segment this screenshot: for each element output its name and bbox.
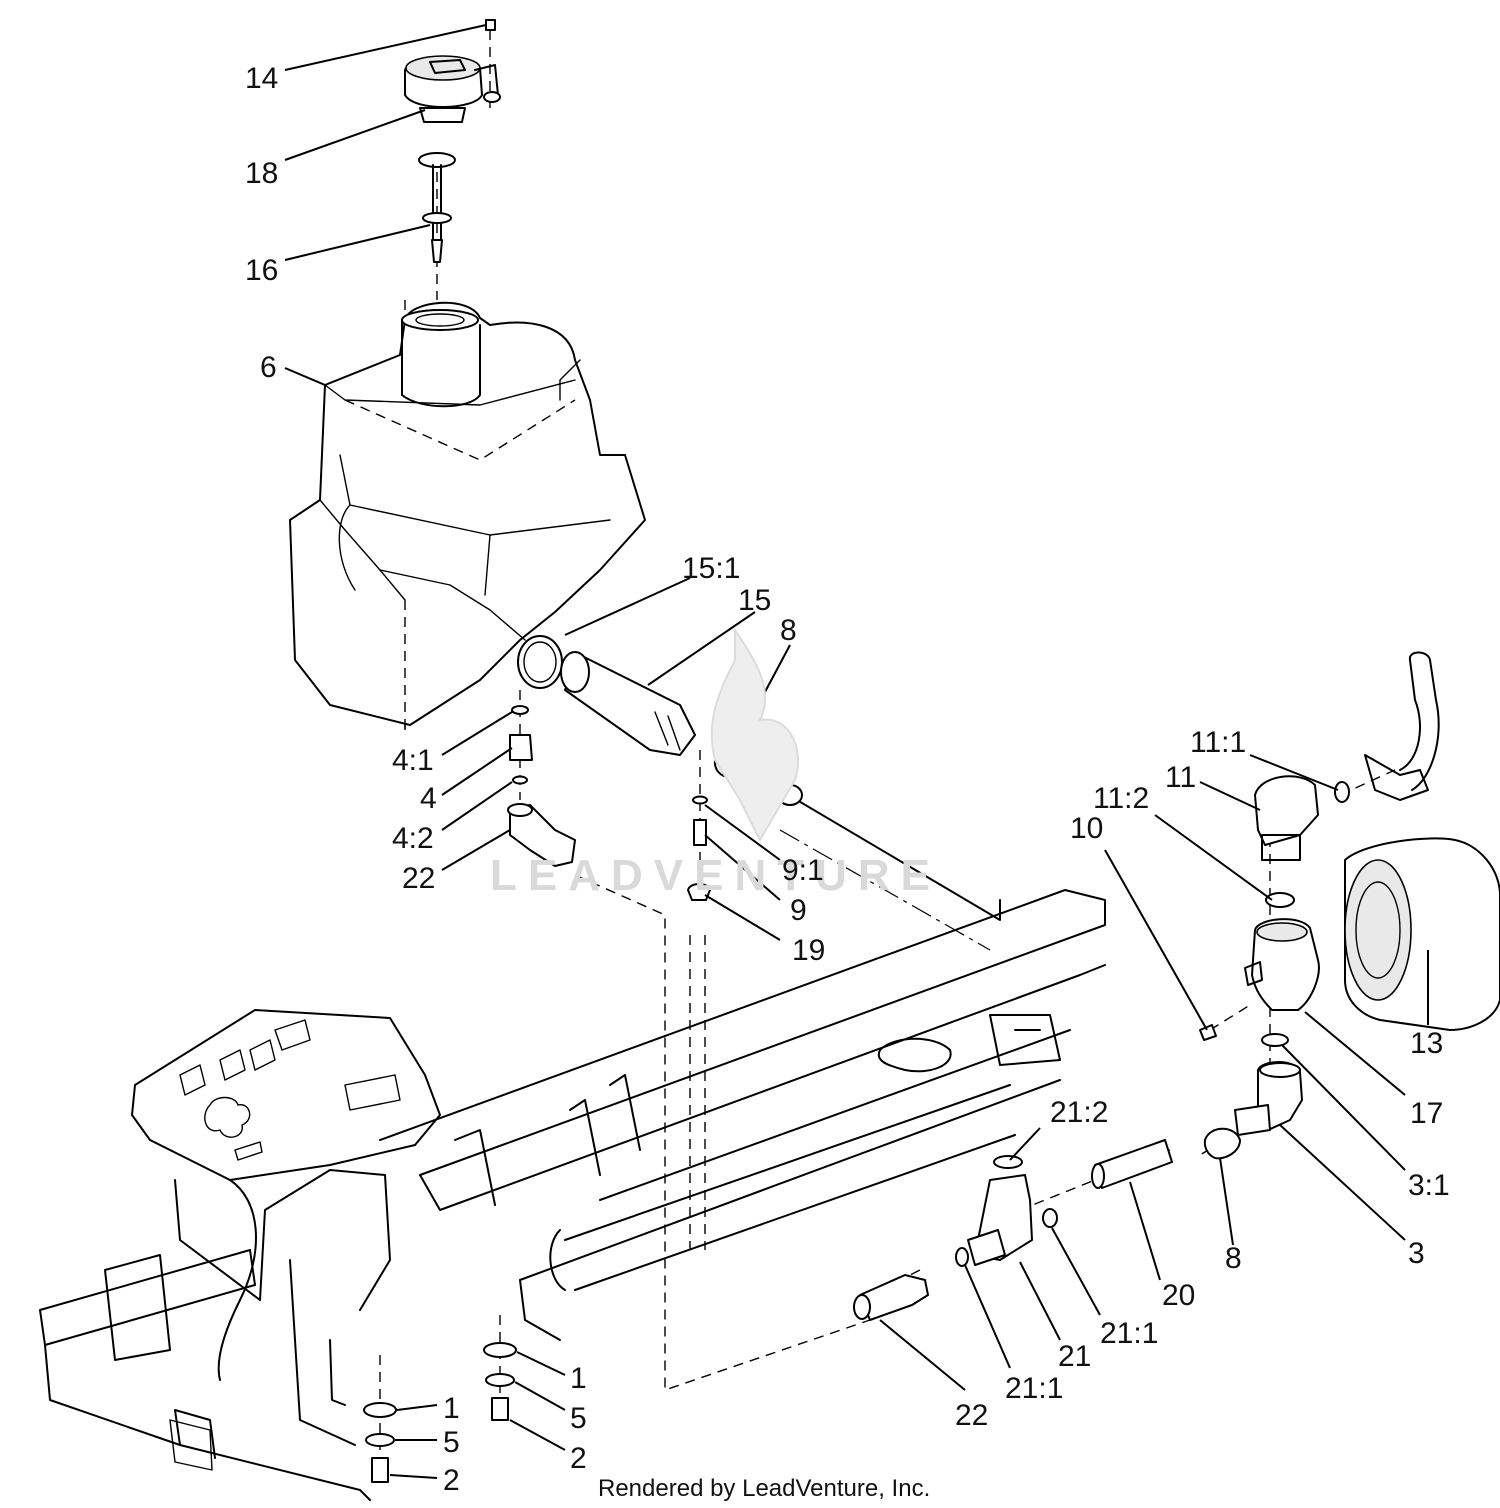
callout-22b: 22 [955, 1399, 988, 1432]
filter-assembly [1199, 651, 1500, 1136]
watermark-flame-icon [710, 626, 800, 843]
callout-3: 3 [1408, 1237, 1425, 1270]
tank-fittings [507, 635, 803, 901]
callout-21: 21 [1058, 1340, 1091, 1373]
callout-8b: 8 [1225, 1242, 1242, 1275]
callout-11-2: 11:2 [1093, 782, 1149, 815]
callout-8: 8 [780, 614, 797, 647]
callout-labels: 14 18 16 6 15:1 15 8 4:1 4 4:2 22 9:1 9 … [245, 62, 1450, 1497]
lower-fuel-line [853, 1127, 1241, 1321]
leader-lines [284, 24, 1429, 1479]
callout-16: 16 [245, 254, 278, 287]
callout-19: 19 [792, 934, 825, 967]
footer-credit: Rendered by LeadVenture, Inc. [598, 1475, 930, 1502]
callout-5a: 5 [570, 1402, 587, 1435]
callout-11: 11 [1165, 761, 1196, 794]
callout-17: 17 [1410, 1097, 1443, 1130]
callout-4-2: 4:2 [392, 822, 434, 855]
tank-mounts [363, 1342, 517, 1483]
callout-21-1a: 21:1 [1100, 1317, 1158, 1350]
callout-3-1: 3:1 [1408, 1169, 1450, 1202]
callout-9-1: 9:1 [782, 854, 824, 887]
callout-21-2: 21:2 [1050, 1096, 1108, 1129]
callout-11-1: 11:1 [1190, 726, 1246, 759]
callout-2a: 2 [570, 1442, 587, 1475]
callout-2b: 2 [443, 1464, 460, 1497]
callout-4-1: 4:1 [392, 744, 434, 777]
watermark: LEADVENTURE [490, 626, 941, 900]
callout-4: 4 [420, 782, 437, 815]
callout-14: 14 [245, 62, 278, 95]
callout-22: 22 [402, 862, 435, 895]
watermark-text: LEADVENTURE [490, 851, 941, 900]
fuel-cap-assembly [404, 19, 501, 263]
mower-frame [39, 789, 1106, 1501]
callout-20: 20 [1162, 1279, 1195, 1312]
callout-1a: 1 [570, 1362, 587, 1395]
callout-15-1: 15:1 [682, 552, 740, 585]
callout-9: 9 [790, 894, 807, 927]
callout-6: 6 [260, 351, 277, 384]
callout-13: 13 [1410, 1027, 1443, 1060]
callout-15: 15 [738, 584, 771, 617]
callout-10: 10 [1070, 812, 1103, 845]
callout-18: 18 [245, 157, 278, 190]
callout-5b: 5 [443, 1426, 460, 1459]
callout-21-1b: 21:1 [1005, 1372, 1063, 1405]
fuel-tank [289, 301, 646, 730]
callout-1b: 1 [443, 1392, 460, 1425]
